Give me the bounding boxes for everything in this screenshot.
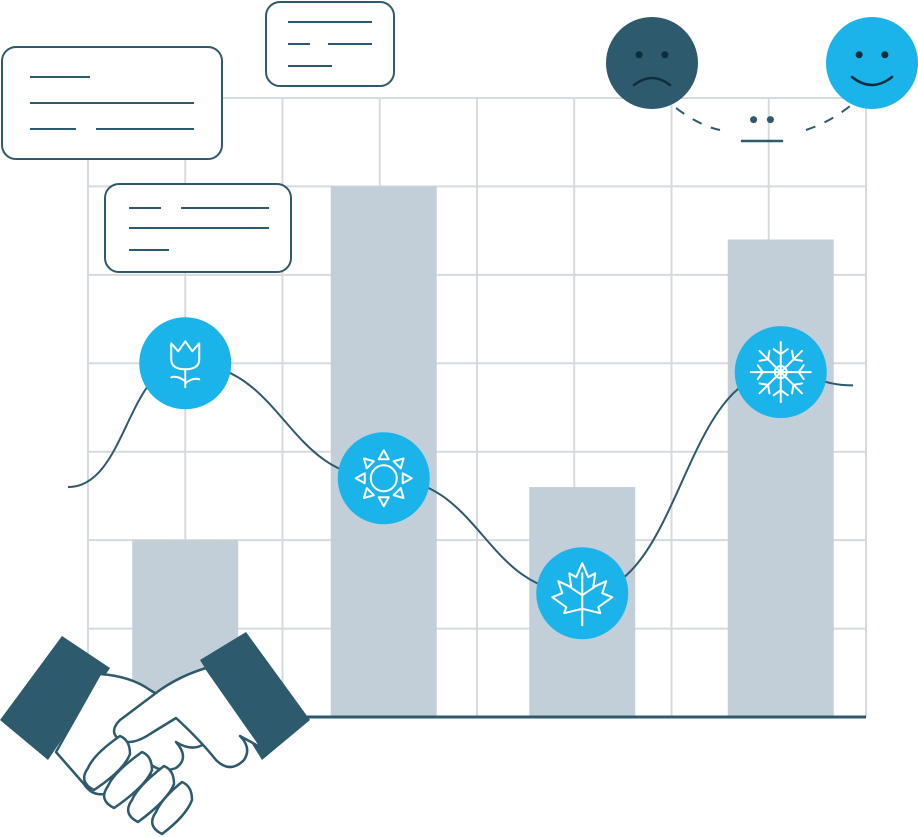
sad-face-icon [606,17,698,109]
finger [126,764,176,824]
left-sleeve [0,636,110,760]
handshake-icon [0,632,310,836]
speech-bubble-icon [1,46,223,160]
finger [82,734,132,792]
finger [150,780,194,836]
speech-bubble-icon [104,183,292,273]
right-sleeve [200,632,310,760]
season-markers [139,317,827,640]
sun-icon [354,449,413,508]
season-marker [139,317,232,410]
mood-scale [606,17,918,143]
neutral-face-icon [740,116,784,143]
snowflake-icon [749,341,812,404]
maple-leaf-icon [551,562,614,627]
speech-bubbles [1,1,395,273]
happy-face-icon [826,17,918,109]
speech-bubble-icon [265,1,395,87]
finger [102,750,154,810]
dashed-arc [805,105,851,131]
season-marker [337,432,430,525]
bar [727,239,834,717]
tulip-icon [170,340,201,389]
hands [54,666,264,836]
dashed-arc [675,107,721,131]
